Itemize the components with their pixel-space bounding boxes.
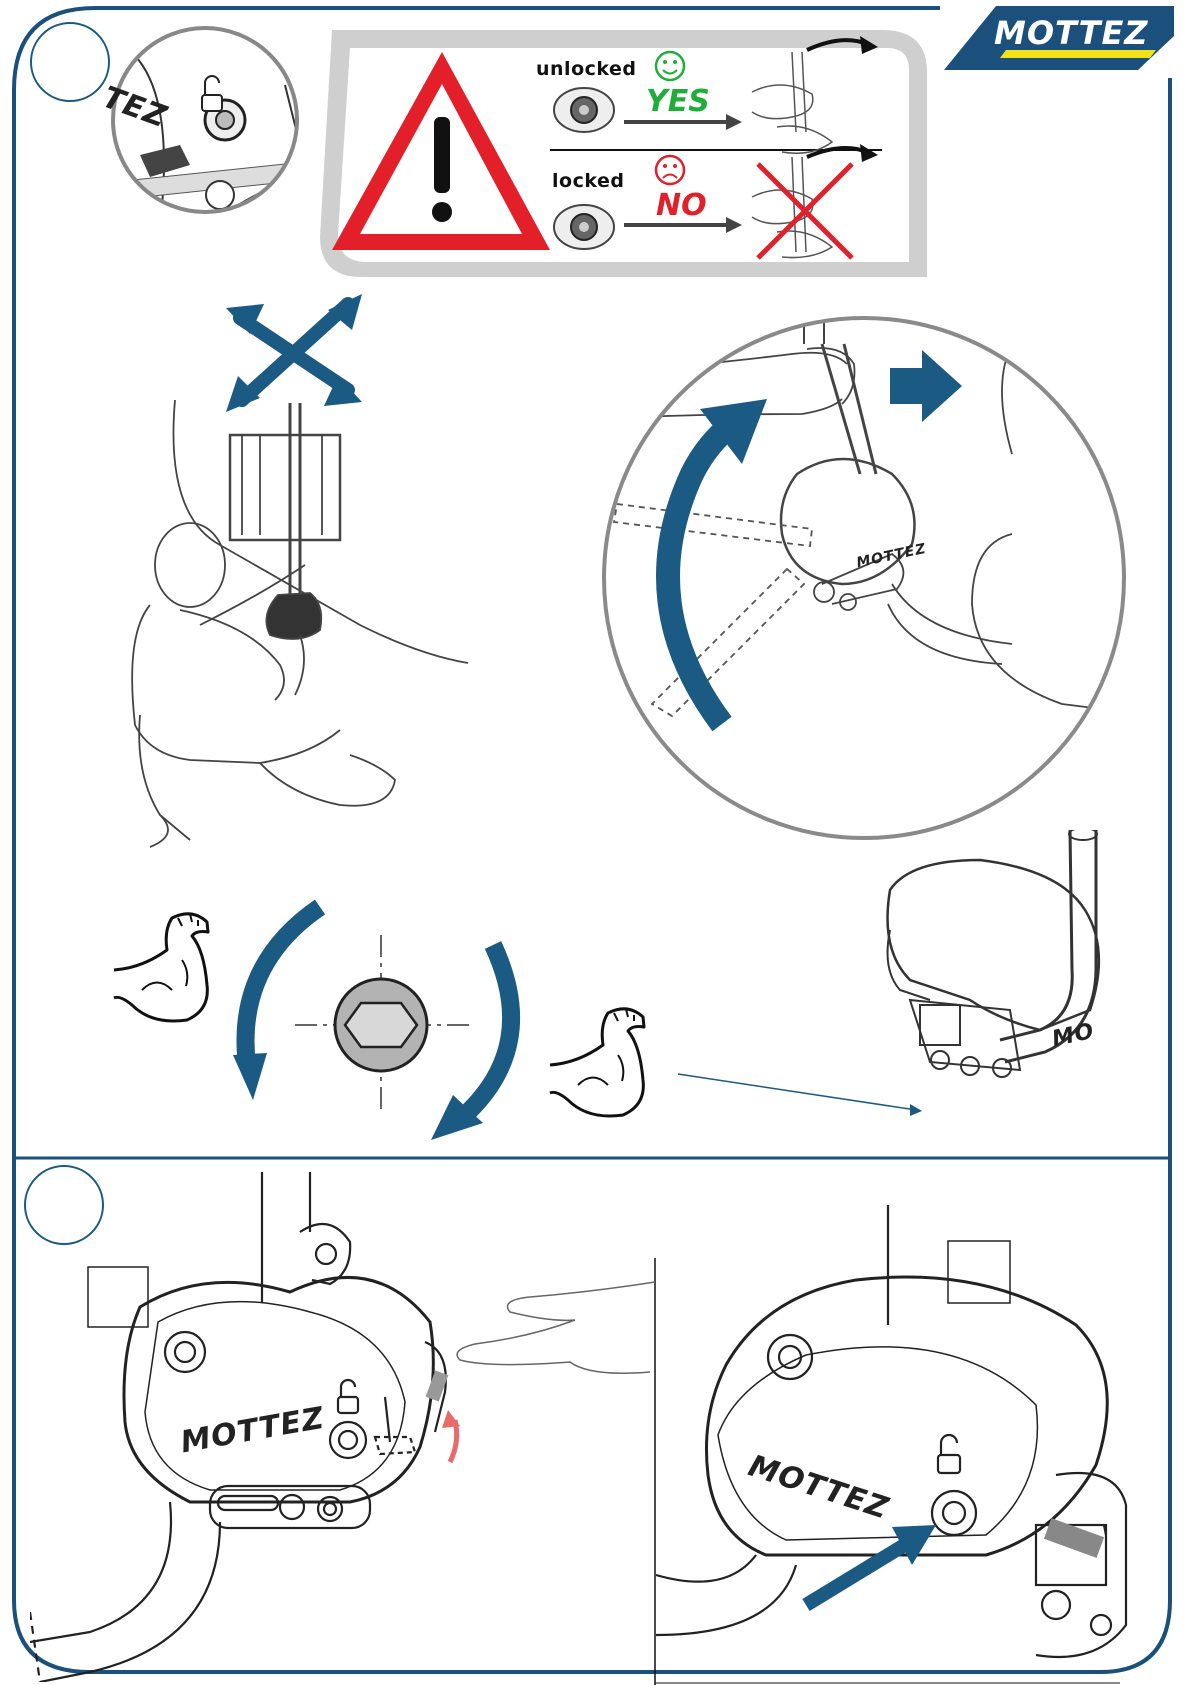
unlocked-label: unlocked — [536, 58, 637, 80]
brand-name: MOTTEZ — [994, 14, 1149, 52]
locked-label: locked — [552, 170, 624, 192]
muscle-arm-icon-2 — [548, 1005, 663, 1125]
lever-zoom-illustration — [592, 304, 1142, 854]
warning-panel: unlocked YES locked NO — [312, 22, 942, 282]
device-lock-illustration — [656, 1205, 1170, 1675]
brand-logo: MOTTEZ — [944, 6, 1174, 70]
pointer-line — [676, 1070, 926, 1120]
hex-bolt-rotation-illustration — [225, 895, 545, 1145]
person-installing-illustration — [110, 395, 490, 855]
no-label: NO — [656, 188, 707, 223]
yes-label: YES — [646, 84, 710, 119]
device-release-illustration — [30, 1172, 655, 1682]
muscle-arm-icon — [112, 910, 227, 1030]
